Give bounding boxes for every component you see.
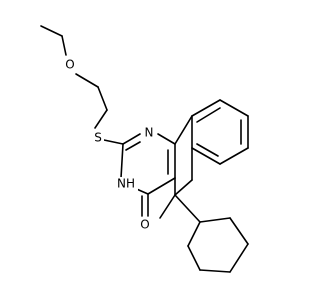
bond-c10a-c10-double — [196, 107, 221, 123]
bond-cy5-cy6 — [187, 245, 201, 271]
bond-o-ch2 — [75, 73, 99, 88]
structure-canvas: O S N NH O — [40, 25, 249, 273]
ether-oxygen-label: O — [65, 58, 74, 72]
bond-cy3-cy4 — [229, 243, 249, 273]
bond-c7-c6a-double — [196, 143, 219, 157]
bonds — [40, 25, 249, 273]
bond-c8-c7 — [219, 147, 249, 165]
bond-c10a-c10 — [191, 99, 221, 117]
bond-c6-c5 — [174, 179, 193, 196]
ring-nitrogen-label: N — [145, 126, 154, 140]
bond-n1-c10b — [157, 133, 176, 145]
bond-ch2-ch2 — [97, 86, 108, 111]
bond-c2-n1-double — [125, 141, 141, 151]
molecule-diagram: O S N NH O — [40, 25, 249, 273]
bond-c2-n1 — [122, 133, 141, 145]
nh-group-label: NH — [117, 177, 135, 191]
bond-s-c2 — [103, 139, 124, 145]
bond-c7-c6a — [191, 147, 221, 165]
sulfur-label: S — [94, 131, 102, 145]
bond-c5-methyl — [159, 194, 176, 219]
bond-n3-c2 — [120, 143, 124, 179]
bond-cy4-cy5 — [199, 269, 231, 273]
bond-c4a-c4 — [147, 177, 176, 195]
bond-c10b-c10a — [174, 115, 193, 145]
bond-c10-c9 — [219, 99, 249, 117]
bond-cy1-cy2 — [199, 217, 231, 223]
bond-cy2-cy3 — [229, 217, 249, 245]
bond-ch2-s — [94, 109, 108, 129]
bond-c5-cy1 — [174, 194, 201, 223]
bond-cy6-cy1 — [187, 221, 201, 247]
bond-ethyl — [40, 25, 63, 37]
atom-labels: O S N NH O — [61, 57, 157, 232]
carbonyl-oxygen-label: O — [140, 218, 149, 232]
bond-ethyl-o — [61, 35, 67, 56]
